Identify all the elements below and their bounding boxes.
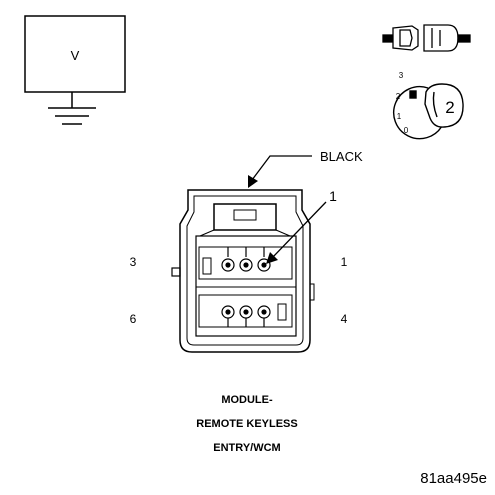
terminal-2 — [239, 247, 253, 272]
caption-line-3: ENTRY/WCM — [213, 442, 280, 454]
plug-icon — [382, 24, 471, 52]
callout-leader-arrow — [266, 252, 278, 264]
callout-leader-line — [271, 201, 327, 259]
cavity-label-6: 6 — [130, 312, 137, 326]
side-tab-left — [171, 267, 181, 277]
ignition-marker — [409, 90, 417, 99]
cavity-frame — [195, 235, 297, 337]
connector-shell — [179, 189, 311, 353]
caption-line-2: REMOTE KEYLESS — [196, 418, 297, 430]
callout-number: 1 — [329, 188, 337, 204]
voltmeter-box — [24, 15, 126, 93]
terminal-3 — [221, 247, 235, 272]
color-leader-line — [251, 155, 312, 181]
terminals-top — [221, 247, 271, 272]
voltmeter-symbol — [24, 15, 126, 125]
ignition-position-0: 0 — [404, 126, 409, 135]
color-leader-arrow — [248, 175, 258, 188]
terminal-4 — [257, 305, 271, 327]
connector-latch — [213, 203, 277, 231]
ignition-setting: 2 — [445, 98, 454, 117]
caption-line-1: MODULE- — [221, 394, 273, 406]
ignition-position-1: 1 — [397, 112, 402, 121]
cavity-label-4: 4 — [341, 312, 348, 326]
side-tab-right — [309, 283, 315, 301]
terminal-5 — [239, 305, 253, 327]
ignition-position-3: 3 — [399, 71, 404, 80]
ignition-position-2: 2 — [396, 92, 401, 101]
terminal-1 — [257, 247, 271, 272]
cavity-label-1: 1 — [341, 255, 348, 269]
terminals-bottom — [221, 305, 271, 327]
ignition-switch-icon — [393, 83, 464, 140]
connector-color-label: BLACK — [320, 149, 363, 164]
voltmeter-label: V — [71, 48, 80, 63]
cavity-label-3: 3 — [130, 255, 137, 269]
ignition-dial — [393, 85, 443, 140]
connector-shell-inner — [186, 195, 304, 346]
figure-id: 81aa495e — [420, 470, 487, 487]
terminal-6 — [221, 305, 235, 327]
ignition-key — [424, 83, 464, 128]
connector-body — [171, 189, 315, 353]
